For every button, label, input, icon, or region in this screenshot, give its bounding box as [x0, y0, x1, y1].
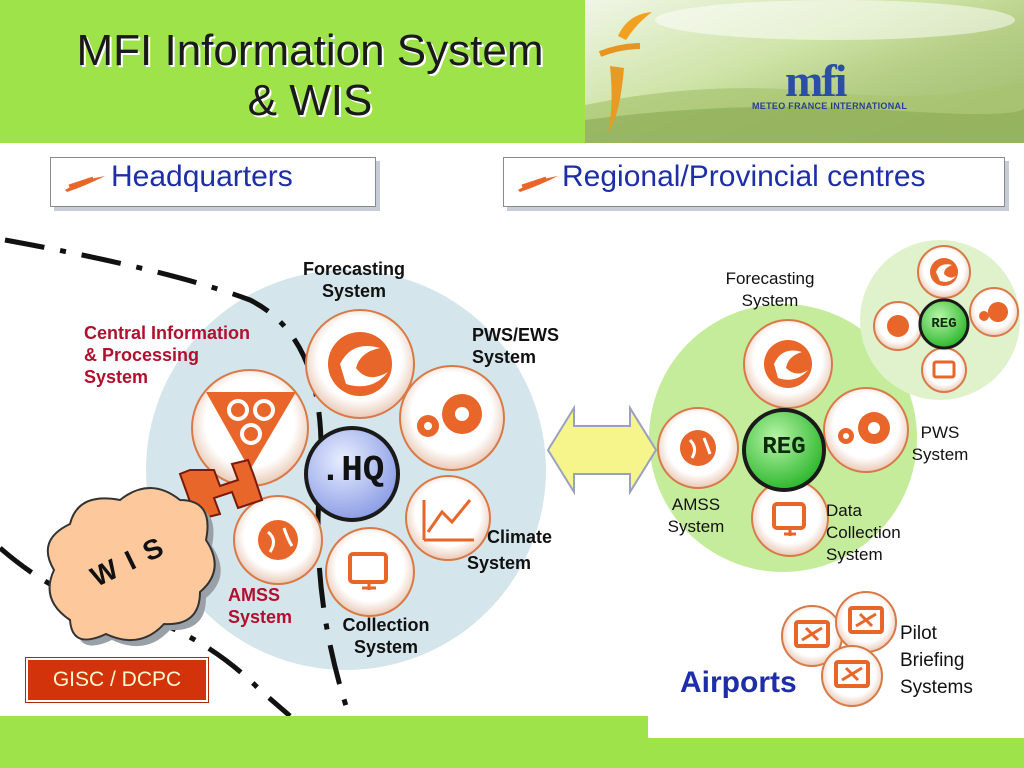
computer-icon	[932, 360, 956, 379]
mfi-logo: mfi	[785, 55, 847, 106]
gears-icon	[988, 302, 1008, 322]
slide-title: MFI Information System & WIS	[76, 26, 544, 125]
reg-data-collection-label: Data Collection System	[826, 501, 901, 564]
pencil-stroke-icon	[518, 176, 558, 192]
exchange-double-arrow	[546, 404, 658, 496]
small-reg-amss-node	[873, 301, 923, 351]
small-reg-forecasting-node	[917, 245, 971, 299]
gisc-dcpc-badge: GISC / DCPC	[26, 658, 208, 702]
regional-label: Regional/Provincial centres	[562, 160, 926, 193]
hq-climate-system-label: System	[467, 553, 532, 573]
airport-node-3	[821, 645, 883, 707]
gears-icon	[417, 394, 482, 437]
small-reg-collection-node	[921, 347, 967, 393]
landscape-graphic	[585, 0, 1024, 143]
logo-i-icon	[598, 12, 652, 132]
hq-amss-node	[233, 495, 323, 585]
computer-icon	[848, 606, 884, 634]
hq-amss-label: AMSS System	[228, 585, 293, 627]
globe-arrows-icon	[258, 520, 298, 560]
hq-hub	[304, 426, 400, 522]
reg-amss-node	[657, 407, 739, 489]
wis-cloud	[46, 487, 221, 647]
hq-forecasting-node	[305, 309, 415, 419]
small-reg-hub-label: REG	[931, 316, 957, 332]
pilot-briefing-label: Pilot Briefing Systems	[900, 623, 973, 698]
airport-node-2	[835, 591, 897, 653]
globe-arrows-icon	[680, 430, 716, 466]
hq-central-label: Central Information & Processing System	[84, 323, 251, 387]
footer-gap	[648, 716, 1024, 738]
forecast-swirl-icon	[328, 332, 392, 396]
small-reg-hub	[918, 298, 970, 350]
hq-forecasting-label: Forecasting System	[302, 259, 406, 301]
hq-collection-node	[325, 527, 415, 617]
reg-hub	[742, 408, 826, 492]
globe-arrows-icon	[887, 315, 909, 337]
hq-pws-ews-label: PWS/EWS System	[472, 325, 560, 367]
hq-pws-ews-node	[399, 365, 505, 471]
pencil-stroke-icon	[65, 176, 105, 192]
headquarters-label: Headquarters	[111, 160, 293, 193]
airports-label: Airports	[680, 666, 797, 699]
reg-pws-node	[823, 387, 909, 473]
reg-pws-label: PWS System	[911, 423, 969, 464]
chart-icon	[426, 499, 472, 533]
regional-box: Regional/Provincial centres	[503, 157, 1005, 207]
gears-icon	[838, 412, 890, 444]
airport-node-1	[781, 605, 843, 667]
hq-climate-label: Climate	[487, 527, 553, 547]
hq-climate-node	[405, 475, 491, 561]
hq-hub-label: .HQ	[319, 450, 385, 491]
logo-banner	[585, 0, 1024, 143]
hq-central-node	[191, 369, 309, 487]
reg-forecasting-label: Forecasting System	[725, 269, 815, 310]
computer-icon	[834, 660, 870, 688]
headquarters-box: Headquarters	[50, 157, 376, 207]
reg-hub-label: REG	[762, 434, 806, 461]
forecast-swirl-icon	[764, 340, 812, 388]
reg-amss-label: AMSS System	[667, 495, 725, 536]
reg-forecasting-node	[743, 319, 833, 409]
hq-collection-label: Collection System	[342, 615, 430, 657]
small-reg-pws-node	[969, 287, 1019, 337]
computer-icon	[794, 620, 830, 648]
mfi-logo-subtitle: METEO FRANCE INTERNATIONAL	[752, 101, 908, 111]
